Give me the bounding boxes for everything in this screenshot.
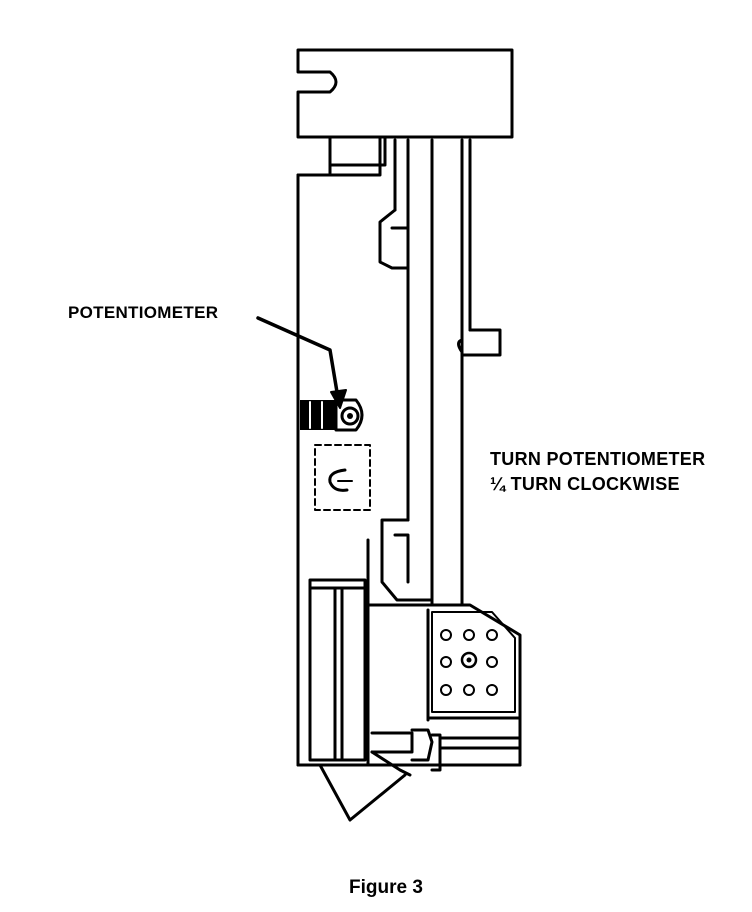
potentiometer-pointer (256, 316, 347, 409)
lower-housing (366, 538, 522, 767)
figure-caption: Figure 3 (349, 877, 423, 898)
mounting-plate (431, 611, 516, 713)
bottom-shaft (370, 728, 522, 777)
top-cap (296, 48, 514, 139)
upper-bracket (378, 208, 410, 270)
instruction-line-2: ¼ TURN CLOCKWISE (490, 474, 680, 494)
potentiometer-knob (340, 406, 360, 426)
vertical-rails (393, 138, 472, 607)
lower-left-blocks (308, 578, 367, 762)
potentiometer-label: POTENTIOMETER (68, 303, 219, 322)
cap-neck (328, 135, 387, 175)
lower-bracket (380, 518, 434, 602)
side-tab (457, 328, 502, 357)
recess-panel (314, 444, 371, 511)
instruction-line-1: TURN POTENTIOMETER (490, 449, 706, 469)
main-body (296, 135, 522, 822)
